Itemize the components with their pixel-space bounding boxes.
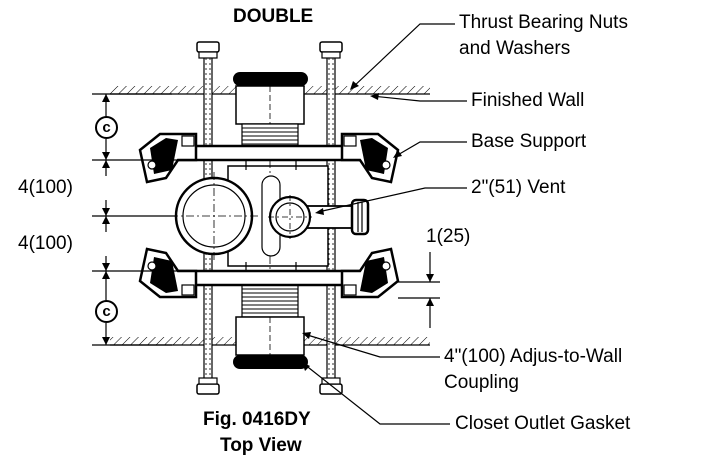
clearance-symbol-bottom: c bbox=[95, 300, 118, 323]
clearance-symbol-top: c bbox=[95, 116, 118, 139]
coupling-bottom bbox=[233, 284, 308, 369]
leader-lines bbox=[303, 23, 467, 425]
lower-spacing-dimension: 4(100) bbox=[18, 233, 73, 254]
figure-caption-line1: Fig. 0416DY bbox=[203, 409, 311, 430]
coupling-label-line2: Coupling bbox=[444, 372, 519, 393]
vent-pipe bbox=[268, 195, 370, 239]
coupling-top bbox=[233, 72, 308, 155]
coupling-label-line1: 4"(100) Adjus-to-Wall bbox=[444, 346, 623, 367]
vent-label: 2"(51) Vent bbox=[471, 177, 566, 198]
thrust-bearing-label-line1: Thrust Bearing Nuts bbox=[459, 12, 628, 33]
upper-spacing-dimension: 4(100) bbox=[18, 177, 73, 198]
leader-arrows bbox=[302, 81, 402, 371]
offset-arrows bbox=[426, 274, 434, 306]
thrust-bearing-label-line2: and Washers bbox=[459, 38, 571, 59]
finished-wall-label: Finished Wall bbox=[471, 90, 585, 111]
offset-dimension bbox=[398, 252, 440, 328]
base-support-bottom bbox=[138, 247, 400, 299]
base-support-top bbox=[138, 132, 400, 184]
diagram-title: DOUBLE bbox=[233, 6, 314, 27]
offset-dimension-label: 1(25) bbox=[426, 226, 471, 247]
dimension-arrows-left bbox=[102, 94, 110, 345]
base-support-label: Base Support bbox=[471, 131, 587, 152]
gasket-label: Closet Outlet Gasket bbox=[455, 413, 631, 434]
figure-caption-line2: Top View bbox=[220, 435, 302, 456]
